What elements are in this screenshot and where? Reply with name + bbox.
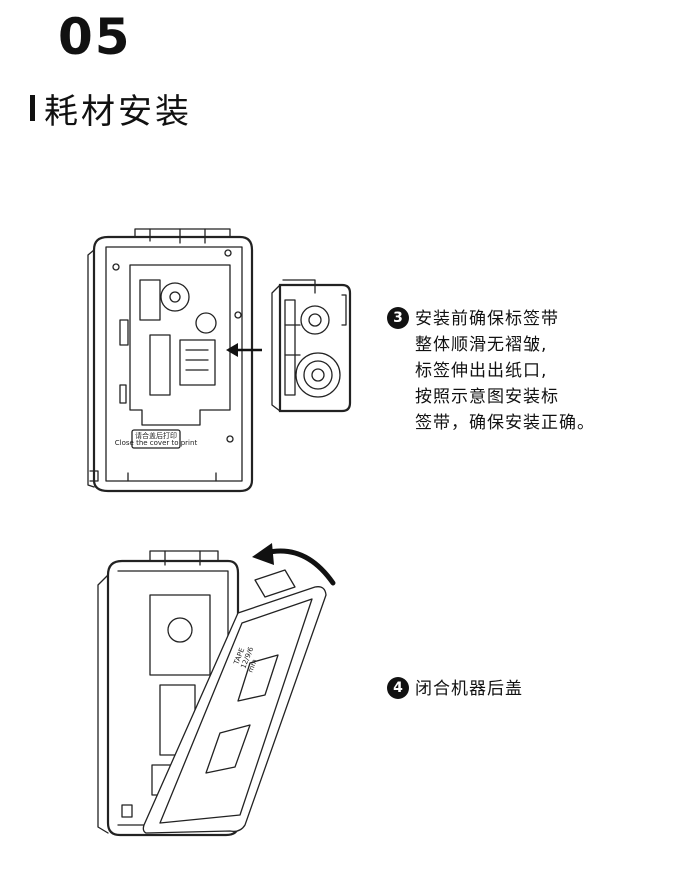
- cover-label-en: Close the cover to print: [115, 439, 198, 447]
- step-4-badge: 4: [387, 677, 409, 699]
- section-number: 05: [58, 8, 132, 66]
- step-3-line-1: 安装前确保标签带: [415, 309, 559, 329]
- section-title: 耗材安装: [44, 92, 192, 132]
- step-3-line-5: 签带，确保安装正确。: [415, 413, 595, 433]
- step-3-line-2: 整体顺滑无褶皱,: [415, 335, 548, 355]
- step-3-line-4: 按照示意图安装标: [415, 387, 559, 407]
- title-bar-accent: [30, 95, 35, 121]
- step-3-badge: 3: [387, 307, 409, 329]
- step-3: 3 安装前确保标签带 整体顺滑无褶皱, 标签伸出出纸口, 按照示意图安装标 签带…: [387, 306, 595, 436]
- cover-label-cn: 请合盖后打印: [135, 431, 177, 440]
- step-3-line-3: 标签伸出出纸口,: [415, 361, 548, 381]
- cartridge-install-illustration: 请合盖后打印 Close the cover to print: [87, 228, 352, 493]
- step-4-line-1: 闭合机器后盖: [415, 679, 523, 699]
- close-cover-illustration: TAPE 12/9/6 mm: [97, 543, 336, 837]
- step-3-text: 安装前确保标签带 整体顺滑无褶皱, 标签伸出出纸口, 按照示意图安装标 签带，确…: [415, 306, 595, 436]
- step-4-text: 闭合机器后盖: [415, 676, 523, 702]
- step-4: 4 闭合机器后盖: [387, 676, 523, 702]
